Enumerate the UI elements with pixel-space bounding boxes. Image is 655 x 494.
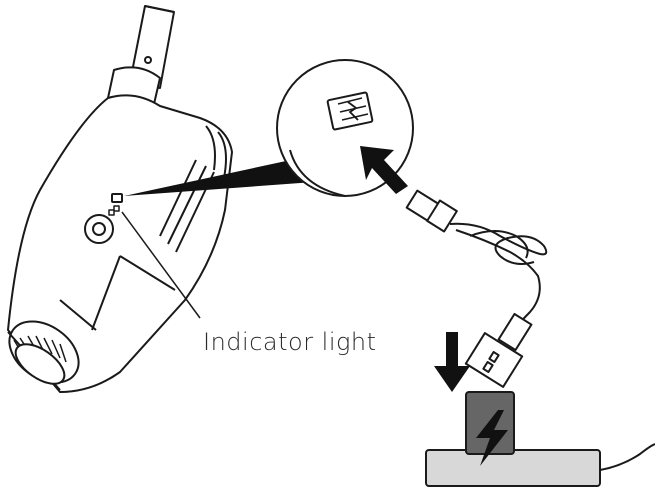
label-leader-line bbox=[121, 211, 201, 319]
indicator-led bbox=[111, 193, 123, 203]
charger bbox=[425, 391, 655, 487]
usb-plug-icon bbox=[464, 312, 533, 388]
indicator-light-label: Indicator light bbox=[203, 328, 377, 356]
down-arrow bbox=[434, 332, 470, 392]
insert-arrow bbox=[360, 146, 408, 194]
callout-wedge bbox=[124, 158, 314, 196]
usb-cable bbox=[405, 189, 548, 388]
lightning-bolt-icon bbox=[476, 410, 508, 466]
charger-cable bbox=[599, 443, 655, 471]
charger-body bbox=[425, 449, 601, 487]
lower-panel bbox=[59, 255, 176, 331]
micro-usb-plug bbox=[405, 189, 458, 233]
charging-icon bbox=[326, 91, 374, 131]
lens-ring bbox=[7, 320, 80, 391]
rod-screw bbox=[144, 56, 152, 64]
device-body bbox=[7, 94, 233, 393]
side-grille bbox=[159, 125, 227, 253]
device bbox=[7, 5, 233, 393]
